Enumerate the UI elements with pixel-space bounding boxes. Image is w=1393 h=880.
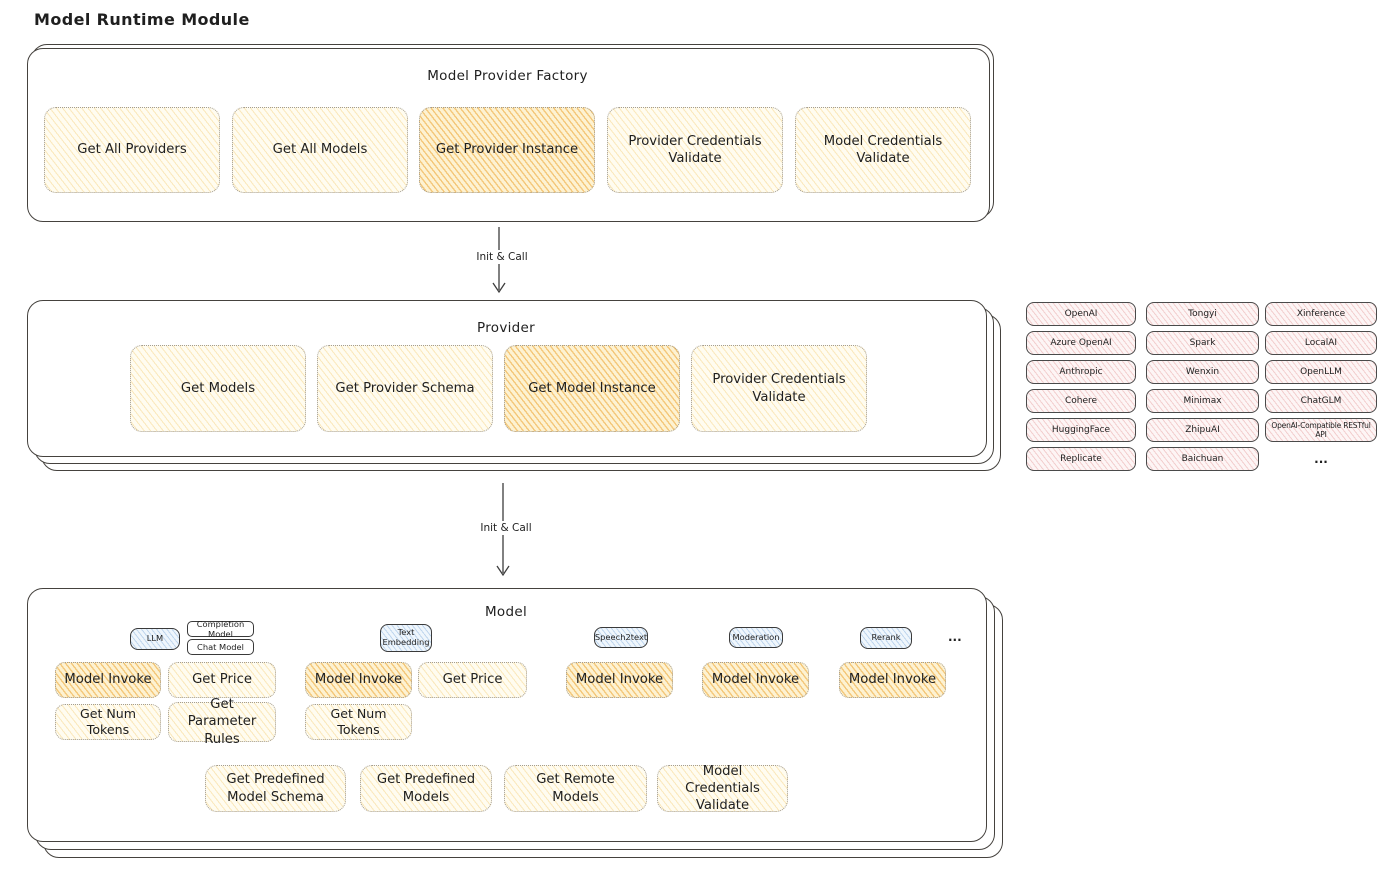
provider-title: Provider — [477, 320, 535, 336]
node-llm-get-num-tokens: Get Num Tokens — [55, 704, 161, 740]
node-provider-credentials-validate-2: Provider Credentials Validate — [691, 345, 867, 432]
provider-chip-huggingface: HuggingFace — [1026, 418, 1136, 442]
node-get-predefined-models: Get Predefined Models — [360, 765, 492, 812]
node-get-predefined-model-schema: Get Predefined Model Schema — [205, 765, 346, 812]
node-model-credentials-validate: Model Credentials Validate — [795, 107, 971, 193]
node-llm-model-invoke: Model Invoke — [55, 662, 161, 698]
node-get-provider-schema: Get Provider Schema — [317, 345, 493, 432]
arrow-label-init-call-1: Init & Call — [460, 250, 544, 264]
node-embedding-model-invoke: Model Invoke — [305, 662, 412, 698]
tag-rerank: Rerank — [860, 627, 912, 649]
node-model-credentials-validate-2: Model Credentials Validate — [657, 764, 788, 813]
node-get-all-models: Get All Models — [232, 107, 408, 193]
node-moderation-model-invoke: Model Invoke — [702, 662, 809, 698]
provider-chip-replicate: Replicate — [1026, 447, 1136, 471]
node-get-models: Get Models — [130, 345, 306, 432]
node-speech2text-model-invoke: Model Invoke — [566, 662, 673, 698]
provider-chip-xinference: Xinference — [1265, 302, 1377, 326]
provider-chip-spark: Spark — [1146, 331, 1259, 355]
provider-chip-wenxin: Wenxin — [1146, 360, 1259, 384]
provider-chip-openai: OpenAI — [1026, 302, 1136, 326]
arrow-label-init-call-2: Init & Call — [464, 521, 548, 535]
provider-chip-baichuan: Baichuan — [1146, 447, 1259, 471]
provider-catalog-column-1: OpenAI Azure OpenAI Anthropic Cohere Hug… — [1026, 302, 1136, 471]
node-embedding-get-price: Get Price — [418, 662, 527, 698]
provider-catalog-more: ... — [1314, 452, 1328, 466]
node-llm-get-price: Get Price — [168, 662, 276, 698]
provider-catalog-column-2: Tongyi Spark Wenxin Minimax ZhipuAI Baic… — [1146, 302, 1259, 471]
node-get-all-providers: Get All Providers — [44, 107, 220, 193]
tag-speech2text: Speech2text — [594, 627, 648, 648]
provider-chip-openai-compatible: OpenAI-Compatible RESTful API — [1265, 418, 1377, 442]
model-types-more: ... — [948, 630, 962, 644]
provider-chip-cohere: Cohere — [1026, 389, 1136, 413]
tag-moderation: Moderation — [729, 627, 783, 648]
node-llm-get-parameter-rules: Get Parameter Rules — [168, 697, 276, 747]
tag-text-embedding: Text Embedding — [380, 624, 432, 652]
provider-chip-tongyi: Tongyi — [1146, 302, 1259, 326]
provider-chip-azure-openai: Azure OpenAI — [1026, 331, 1136, 355]
provider-chip-chatglm: ChatGLM — [1265, 389, 1377, 413]
provider-chip-minimax: Minimax — [1146, 389, 1259, 413]
provider-catalog-column-3: Xinference LocalAI OpenLLM ChatGLM OpenA… — [1265, 302, 1377, 471]
page-title: Model Runtime Module — [34, 10, 250, 29]
tag-chat-model: Chat Model — [187, 639, 254, 655]
provider-chip-zhipuai: ZhipuAI — [1146, 418, 1259, 442]
node-provider-credentials-validate: Provider Credentials Validate — [607, 107, 783, 193]
node-get-remote-models: Get Remote Models — [504, 765, 647, 812]
node-get-provider-instance: Get Provider Instance — [419, 107, 595, 193]
factory-title: Model Provider Factory — [427, 68, 588, 84]
node-rerank-model-invoke: Model Invoke — [839, 662, 946, 698]
node-embedding-get-num-tokens: Get Num Tokens — [305, 704, 412, 740]
node-get-model-instance: Get Model Instance — [504, 345, 680, 432]
provider-chip-localai: LocalAI — [1265, 331, 1377, 355]
model-title: Model — [484, 604, 528, 620]
tag-completion-model: Completion Model — [187, 619, 254, 639]
provider-chip-anthropic: Anthropic — [1026, 360, 1136, 384]
provider-chip-openllm: OpenLLM — [1265, 360, 1377, 384]
tag-llm: LLM — [130, 628, 180, 650]
